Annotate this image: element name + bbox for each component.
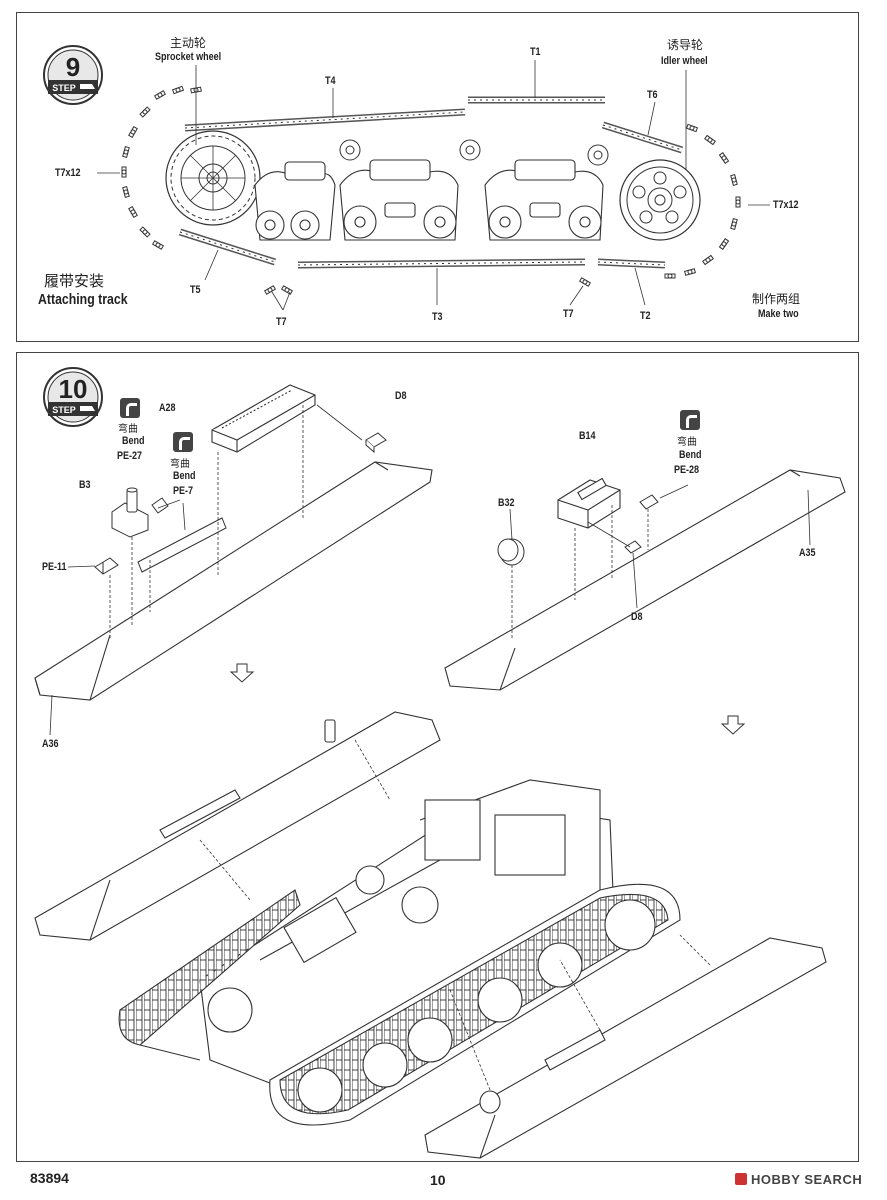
part-a28 [211,384,316,453]
label-pe7: PE-7 [173,485,194,497]
label-pe11: PE-11 [42,561,67,573]
step-9-panel [16,12,859,342]
pe7-strip [137,517,227,573]
fender-a36 [34,461,433,701]
part-d8-right [624,540,642,554]
near-track [269,883,681,1126]
track-t5 [178,228,277,266]
label-t3: T3 [432,311,443,323]
assembly-leaders [199,739,711,1091]
label-t7-right: T7 [563,308,574,320]
installed-left-fender [34,711,441,941]
label-t5: T5 [190,284,201,296]
label-b14: B14 [579,430,596,442]
make-two-en: Make two [758,308,799,320]
sprocket-label-cn: 主动轮 [170,36,207,50]
step-10-panel [16,352,859,1162]
brand-icon [735,1173,747,1185]
bend-label-pe7: Bend [173,470,196,482]
step10-leaders [49,404,811,736]
bend-icon [120,398,140,418]
label-d8-right: D8 [631,611,643,623]
part-d8-top [365,432,387,454]
part-pe27 [151,497,169,514]
label-a28: A28 [159,402,176,414]
page-number: 10 [430,1172,446,1188]
bend-label-pe27: Bend [122,435,145,447]
bend-label-cn-pe28: 弯曲 [677,437,697,448]
down-arrow-left [229,663,255,683]
label-b3: B3 [79,479,91,491]
far-track [118,889,301,1061]
step-9-word: STEP [52,83,76,93]
sprocket-label-en: Sprocket wheel [155,51,222,63]
step-10-word: STEP [52,405,76,415]
step-10-badge: 10 STEP [43,367,103,427]
installed-right-fender [424,937,827,1159]
step-9-number: 9 [66,52,80,82]
label-t6: T6 [647,89,658,101]
down-arrow-right [720,715,746,735]
label-a35: A35 [799,547,816,559]
track-t2 [597,258,666,269]
part-b32 [497,538,525,566]
bend-label-cn-pe27: 弯曲 [118,424,138,435]
attaching-track-cn: 履带安装 [44,272,105,290]
watermark-text: HOBBY SEARCH [751,1172,863,1187]
part-b3 [111,487,149,538]
return-rollers [339,139,609,166]
bend-label-pe28: Bend [679,449,702,461]
track-t3 [297,258,586,269]
label-pe28: PE-28 [674,464,700,476]
step9-leaders [97,60,770,311]
track-t6 [601,121,684,154]
label-t7x12-right: T7x12 [773,199,799,211]
track-t4 [184,108,466,132]
part-pe11 [94,557,119,575]
bend-icon [680,410,700,430]
attaching-track-en: Attaching track [38,291,128,308]
loose-links-right [578,123,741,287]
make-two-cn: 制作两组 [752,292,801,306]
label-t7x12-left: T7x12 [55,167,81,179]
step-10-number: 10 [59,374,88,404]
fender-a35 [444,469,846,691]
bend-label-cn-pe7: 弯曲 [170,459,190,470]
label-t2: T2 [640,310,651,322]
kit-number: 83894 [30,1170,69,1186]
label-t7-left: T7 [276,316,287,328]
label-pe27: PE-27 [117,450,143,462]
part-b14 [557,477,621,529]
label-a36: A36 [42,738,59,750]
label-t1: T1 [530,46,541,58]
sprocket-wheel [165,130,261,226]
label-t4: T4 [325,75,336,87]
bogie-units [254,159,604,241]
hull-body [199,779,616,1111]
idler-wheel [619,159,701,241]
idler-label-cn: 诱导轮 [667,38,704,52]
label-b32: B32 [498,497,515,509]
label-d8-top: D8 [395,390,407,402]
part-pe28 [639,494,659,510]
watermark-logo: HOBBY SEARCH [735,1172,862,1187]
step-9-badge: 9 STEP [43,45,103,105]
bend-icon [173,432,193,452]
idler-label-en: Idler wheel [661,55,708,67]
